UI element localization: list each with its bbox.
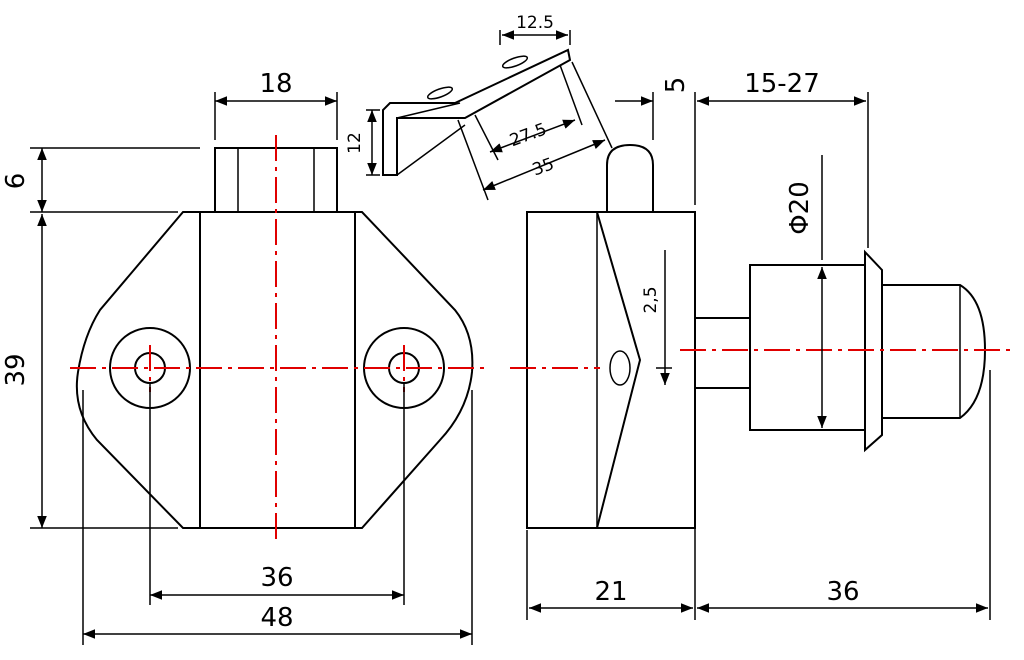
dim-48-label: 48	[260, 603, 293, 633]
strike-slot-left	[426, 86, 454, 100]
dim-12-label: 12	[345, 132, 365, 154]
side-barrel	[749, 264, 866, 431]
dim-21-label: 21	[594, 577, 627, 607]
dim-15-27-label: 15-27	[744, 69, 820, 99]
dim-6-label: 6	[1, 173, 31, 190]
front-body-outline	[75, 211, 474, 529]
side-top-pin	[606, 143, 654, 212]
dim-12-5-label: 12.5	[516, 13, 554, 33]
side-flange	[864, 249, 883, 453]
dim-5-label: 5	[661, 77, 691, 94]
dim-39-label: 39	[1, 353, 31, 386]
dim-phi20-label: Φ20	[785, 181, 815, 235]
side-body-taper	[596, 211, 642, 529]
dim-35-label: 35	[530, 154, 557, 180]
front-view: 18 6 39 36 48	[1, 69, 490, 645]
strike-plate-view: 12.5 12 27.5 35	[345, 13, 613, 201]
side-slot	[609, 350, 631, 386]
dim-36-front-label: 36	[260, 563, 293, 593]
dim-18-label: 18	[259, 69, 292, 99]
side-view: 5 15-27 Φ20 2,5 21 36	[510, 69, 1010, 620]
side-shaft	[694, 317, 751, 389]
side-button-cap	[882, 284, 987, 419]
strike-plate-outline	[382, 48, 572, 176]
dim-2-5-label: 2,5	[641, 286, 661, 313]
strike-slot-right	[501, 55, 529, 69]
dim-27-5-label: 27.5	[507, 119, 549, 151]
dim-36-side-label: 36	[826, 577, 859, 607]
